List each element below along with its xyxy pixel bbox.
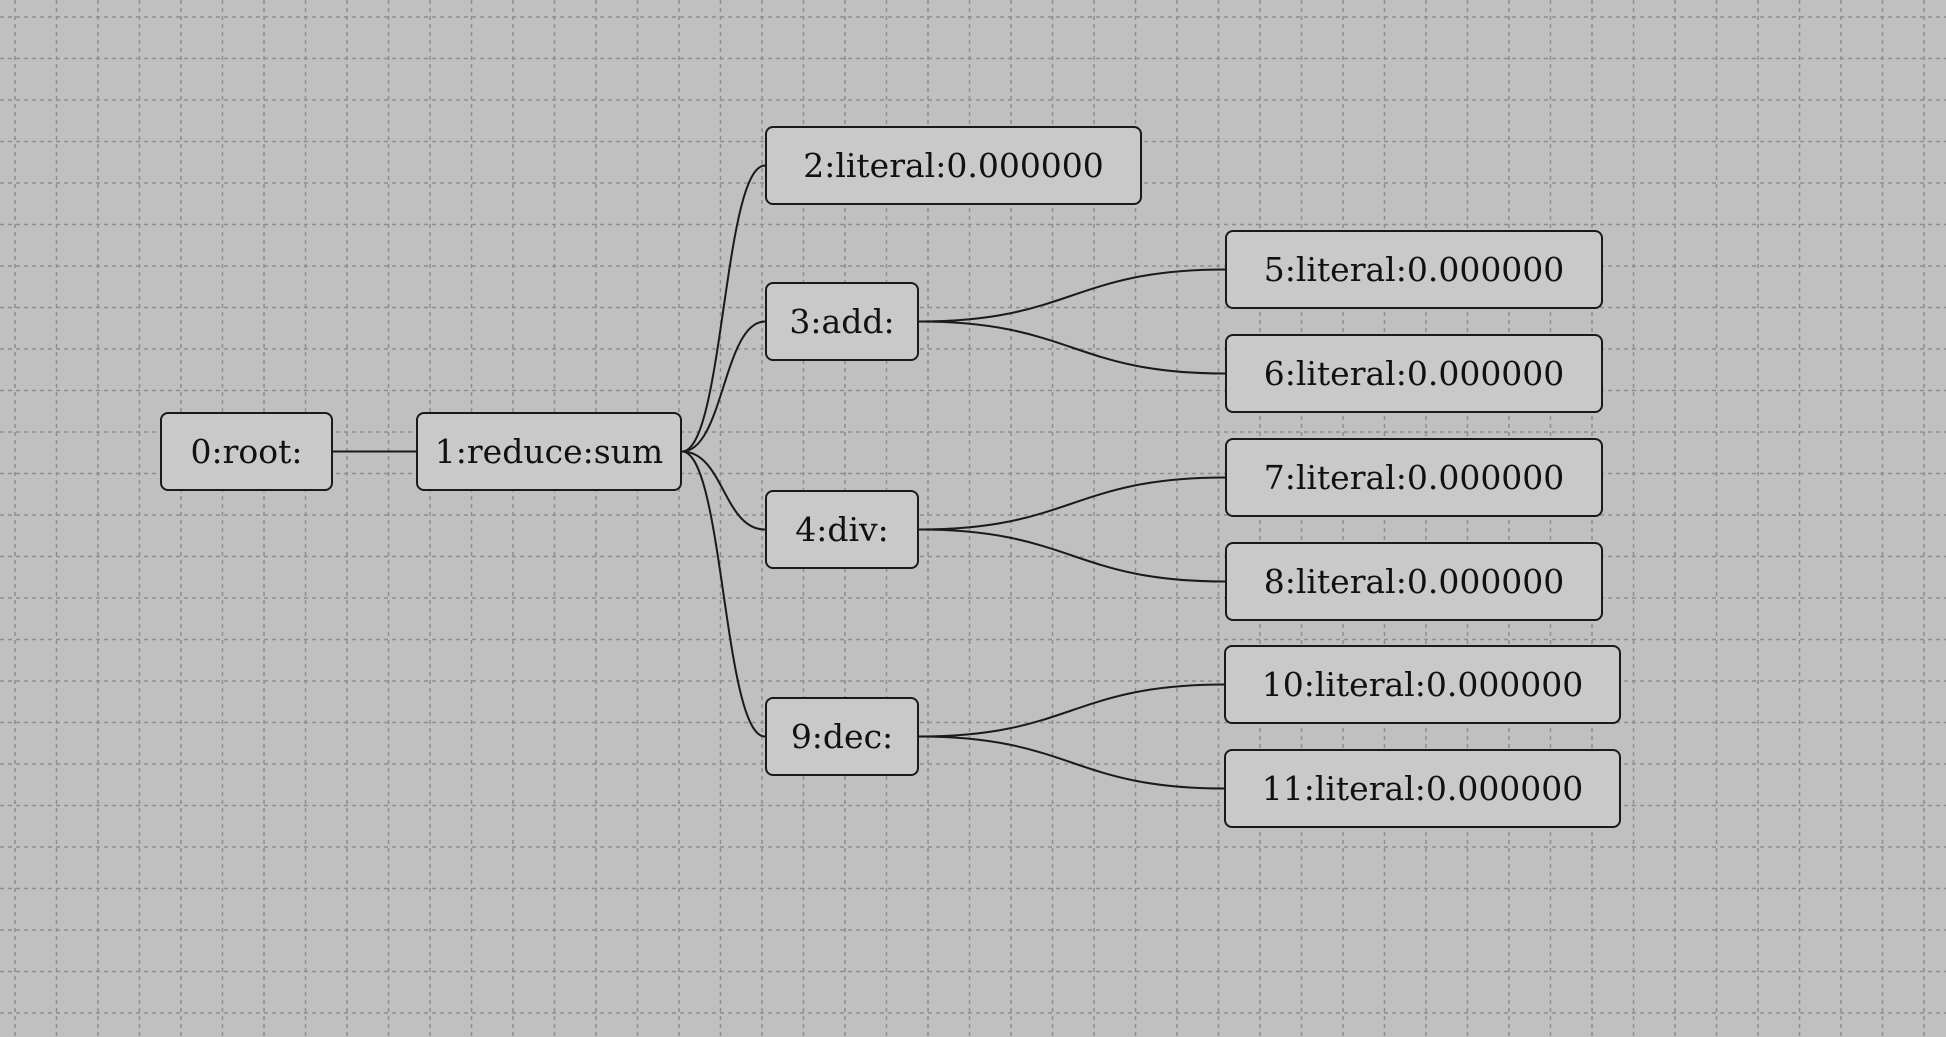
node-11-literal[interactable]: 11:literal:0.000000 <box>1224 749 1621 828</box>
node-10-literal[interactable]: 10:literal:0.000000 <box>1224 645 1621 724</box>
node-7-literal[interactable]: 7:literal:0.000000 <box>1225 438 1603 517</box>
node-3-add[interactable]: 3:add: <box>765 282 919 361</box>
node-6-literal[interactable]: 6:literal:0.000000 <box>1225 334 1603 413</box>
node-9-dec[interactable]: 9:dec: <box>765 697 919 776</box>
node-2-literal[interactable]: 2:literal:0.000000 <box>765 126 1142 205</box>
node-8-literal[interactable]: 8:literal:0.000000 <box>1225 542 1603 621</box>
node-1-reduce-sum[interactable]: 1:reduce:sum <box>416 412 682 491</box>
node-4-div[interactable]: 4:div: <box>765 490 919 569</box>
node-0-root[interactable]: 0:root: <box>160 412 333 491</box>
node-5-literal[interactable]: 5:literal:0.000000 <box>1225 230 1603 309</box>
